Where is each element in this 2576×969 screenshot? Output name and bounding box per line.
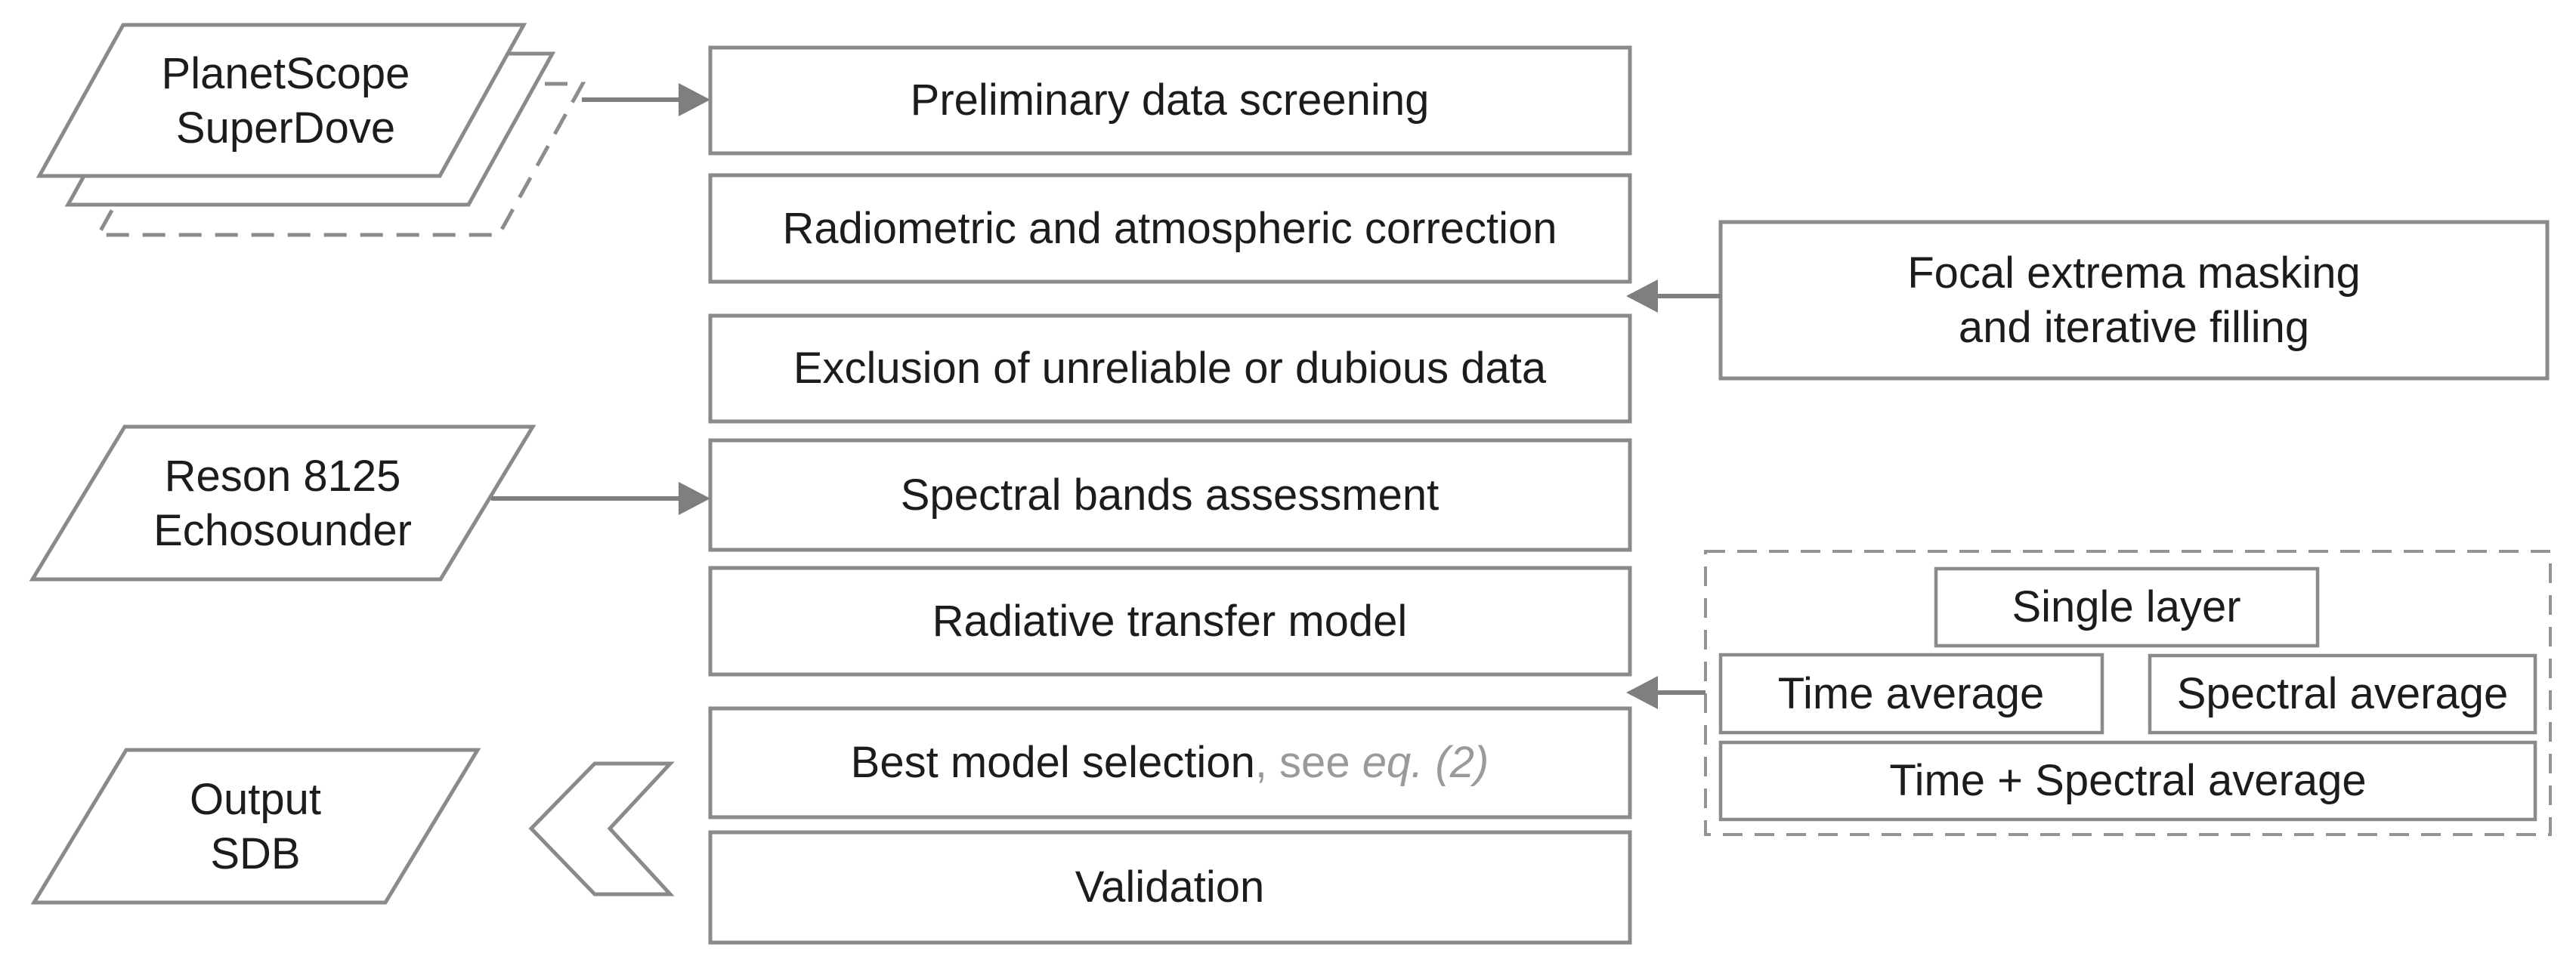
step-box-best-model	[708, 706, 1632, 819]
best-model-note-plain: , see	[1255, 738, 1362, 787]
step-box-spectral-bands	[708, 438, 1632, 552]
focal-masking-arrow	[1626, 279, 1721, 313]
option-label-single-layer: Single layer	[2012, 582, 2240, 631]
step-label-exclusion-data: Exclusion of unreliable or dubious data	[793, 344, 1547, 393]
pipeline-column: Preliminary data screening Radiometric a…	[708, 45, 1632, 945]
step-label-radiative-transfer: Radiative transfer model	[932, 597, 1408, 646]
step-label-radiometric-correction: Radiometric and atmospheric correction	[782, 204, 1557, 253]
planetscope-stack: PlanetScope SuperDove	[36, 23, 586, 237]
echosounder-label-line2: Echosounder	[153, 506, 412, 555]
best-model-main-text: Best model selection	[851, 738, 1255, 787]
step-box-exclusion-data	[708, 313, 1632, 424]
option-box-single-layer	[1934, 566, 2320, 648]
output-chevron-icon	[528, 761, 675, 896]
option-box-time-average	[1718, 653, 2104, 735]
option-box-time-spectral-average	[1718, 740, 2537, 822]
step-box-radiometric-correction	[708, 173, 1632, 284]
echosounder-arrow	[491, 482, 710, 515]
echosounder-shape: Reson 8125 Echosounder	[29, 424, 537, 582]
planetscope-arrow-head	[679, 83, 710, 116]
model-options-arrow	[1626, 676, 1705, 709]
step-box-validation	[708, 830, 1632, 945]
echosounder-label-line1: Reson 8125	[165, 452, 401, 501]
option-label-time-average: Time average	[1778, 669, 2044, 718]
output-sdb-shape: Output SDB	[30, 748, 481, 905]
focal-masking-box: Focal extrema masking and iterative fill…	[1718, 220, 2550, 381]
step-label-preliminary-screening: Preliminary data screening	[911, 76, 1430, 125]
planetscope-sheet-front	[36, 23, 527, 178]
model-options-group: Single layer Time average Spectral avera…	[1704, 550, 2552, 836]
best-model-note-italic: eq. (2)	[1362, 738, 1489, 787]
planetscope-label-line2: SuperDove	[176, 103, 395, 153]
focal-masking-label-line2: and iterative filling	[1959, 303, 2309, 352]
step-label-spectral-bands: Spectral bands assessment	[901, 471, 1439, 520]
option-box-spectral-average	[2148, 653, 2537, 735]
step-label-validation: Validation	[1075, 863, 1264, 912]
planetscope-arrow	[582, 83, 710, 116]
step-box-preliminary-screening	[708, 45, 1632, 156]
output-sdb-label-line1: Output	[190, 775, 321, 824]
echosounder-parallelogram	[29, 424, 537, 582]
focal-masking-label-line1: Focal extrema masking	[1907, 248, 2361, 298]
output-sdb-parallelogram	[30, 748, 481, 905]
step-label-best-model: Best model selection, see eq. (2)	[851, 738, 1489, 787]
option-label-time-spectral-average: Time + Spectral average	[1889, 756, 2366, 805]
echosounder-arrow-head	[679, 482, 710, 515]
planetscope-label-line1: PlanetScope	[162, 49, 410, 98]
output-sdb-label-line2: SDB	[210, 829, 300, 878]
focal-masking-arrow-head	[1626, 279, 1658, 313]
model-options-arrow-head	[1626, 676, 1658, 709]
model-options-dashed-border	[1704, 550, 2552, 836]
step-box-radiative-transfer	[708, 566, 1632, 677]
option-label-spectral-average: Spectral average	[2177, 669, 2508, 718]
